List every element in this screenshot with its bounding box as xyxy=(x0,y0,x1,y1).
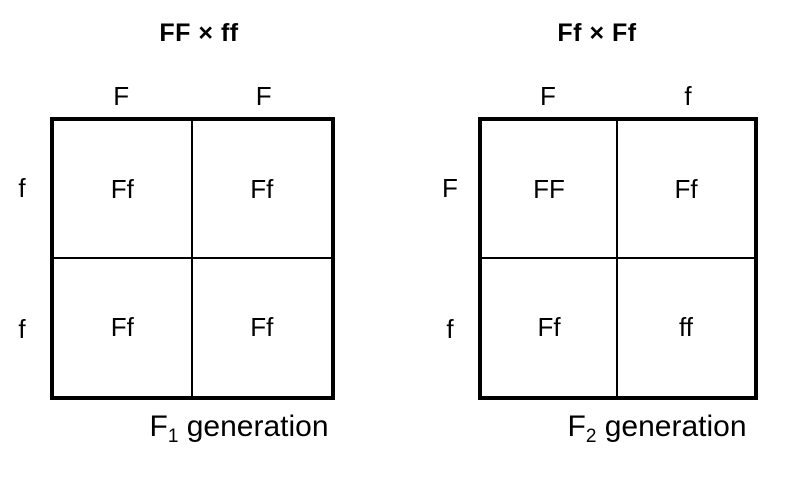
column-header-right-0: F xyxy=(540,81,556,111)
generation-caption-right-subscript: 2 xyxy=(585,426,597,447)
generation-caption-left-suffix: generation xyxy=(178,410,329,443)
generation-caption-left-prefix: F xyxy=(149,410,168,443)
punnett-square-figure-left: FF × ff F F f f Ff Ff Ff Ff F1 generatio… xyxy=(18,19,335,446)
cross-title-left: FF × ff xyxy=(159,19,239,47)
punnett-cell-right-r1c0: Ff xyxy=(482,258,618,396)
column-header-right-1: f xyxy=(684,81,692,111)
generation-caption-right: F2 generation xyxy=(398,410,796,447)
cross-title-right: Ff × Ff xyxy=(557,19,637,47)
punnett-cell-right-r0c0: FF xyxy=(482,121,618,259)
punnett-cell-left-r1c1: Ff xyxy=(250,312,274,343)
generation-caption-left: F1 generation xyxy=(0,410,438,447)
punnett-grid-right: FF Ff Ff ff xyxy=(478,117,758,400)
generation-caption-right-prefix: F xyxy=(567,410,586,443)
row-label-left-0: f xyxy=(18,172,26,203)
punnett-grid-wrapper-right: F f F f FF Ff Ff ff xyxy=(442,83,758,400)
punnett-square-figure-right: Ff × Ff F f F f FF Ff Ff ff F2 generatio… xyxy=(398,0,796,488)
punnett-cell-left-r1c0: Ff xyxy=(54,258,193,396)
generation-caption-right-suffix: generation xyxy=(596,410,747,443)
punnett-grid-left: Ff Ff Ff Ff xyxy=(50,117,335,400)
column-header-left-1: F xyxy=(255,81,272,111)
row-labels-left: f f xyxy=(2,117,42,400)
column-header-left-0: F xyxy=(113,81,130,111)
column-headers-right: F f xyxy=(478,73,758,109)
punnett-cell-right-r0c1: Ff xyxy=(618,121,754,259)
column-headers-left: F F xyxy=(50,73,335,109)
row-labels-right: F f xyxy=(430,117,470,400)
row-label-right-0: F xyxy=(442,172,458,203)
row-label-right-1: f xyxy=(446,314,454,345)
row-label-left-1: f xyxy=(18,314,26,345)
punnett-cell-left-r0c1: Ff xyxy=(192,121,331,259)
punnett-cell-left-r0c0: Ff xyxy=(54,121,193,259)
punnett-grid-wrapper-left: F F f f Ff Ff Ff Ff xyxy=(18,83,335,400)
punnett-cell-right-r1c1: ff xyxy=(679,312,693,343)
generation-caption-left-subscript: 1 xyxy=(167,426,179,447)
